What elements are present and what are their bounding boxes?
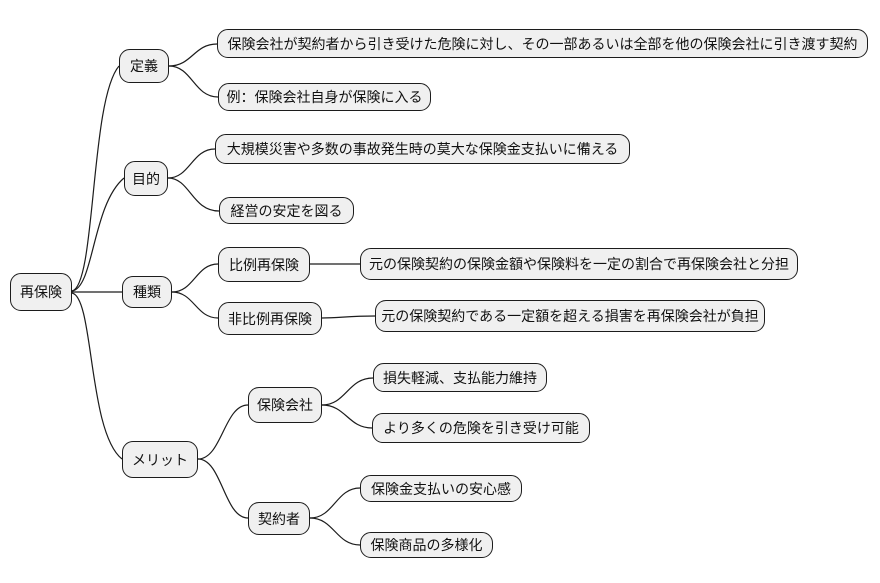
node-purpose-leaf1: 大規模災害や多数の事故発生時の莫大な保険金支払いに備える	[215, 134, 630, 164]
connector-insurer-leaf1	[321, 377, 374, 406]
connector-types-proportional	[171, 263, 219, 293]
node-insurer-leaf2: より多くの危険を引き受け可能	[372, 413, 590, 443]
connector-root-purpose	[71, 177, 125, 292]
node-nonproportional-reinsurance: 非比例再保険	[218, 302, 322, 335]
node-definition-detail: 保険会社が契約者から引き受けた危険に対し、その一部あるいは全部を他の保険会社に引…	[217, 29, 868, 58]
connector-nonproportional-leaf	[321, 315, 376, 319]
connector-purpose-leaf2	[167, 177, 220, 212]
node-proportional-reinsurance: 比例再保険	[218, 247, 310, 282]
node-purpose-leaf2: 経営の安定を図る	[219, 197, 354, 224]
connector-purpose-leaf1	[167, 148, 216, 179]
node-insurer-leaf1: 損失軽減、支払能力維持	[373, 363, 547, 392]
connector-types-nonproportional	[171, 291, 219, 319]
node-purpose: 目的	[124, 161, 168, 196]
node-definition-example: 例：保険会社自身が保険に入る	[218, 83, 431, 111]
node-proportional-detail: 元の保険契約の保険金額や保険料を一定の割合で再保険会社と分担	[360, 248, 798, 280]
connector-insurer-leaf2	[321, 404, 373, 429]
connector-definition-leaf2	[168, 65, 219, 98]
connector-policyholder-leaf2	[309, 517, 361, 546]
connector-merits-policyholder	[197, 458, 249, 519]
node-insurer: 保険会社	[248, 387, 322, 423]
node-types: 種類	[122, 276, 172, 308]
node-policyholder-leaf1: 保険金支払いの安心感	[360, 475, 522, 502]
connector-root-definition	[71, 65, 120, 292]
node-definition: 定義	[119, 49, 169, 83]
connector-root-merits	[71, 292, 123, 460]
connector-policyholder-leaf1	[309, 487, 361, 519]
connector-definition-leaf1	[168, 43, 218, 67]
node-policyholder-leaf2: 保険商品の多様化	[360, 532, 493, 558]
node-root-reinsurance: 再保険	[10, 273, 72, 311]
node-nonproportional-detail: 元の保険契約である一定額を超える損害を再保険会社が負担	[375, 300, 765, 332]
node-merits: メリット	[122, 441, 198, 478]
connector-merits-insurer	[197, 404, 249, 460]
node-policyholder: 契約者	[248, 502, 310, 535]
